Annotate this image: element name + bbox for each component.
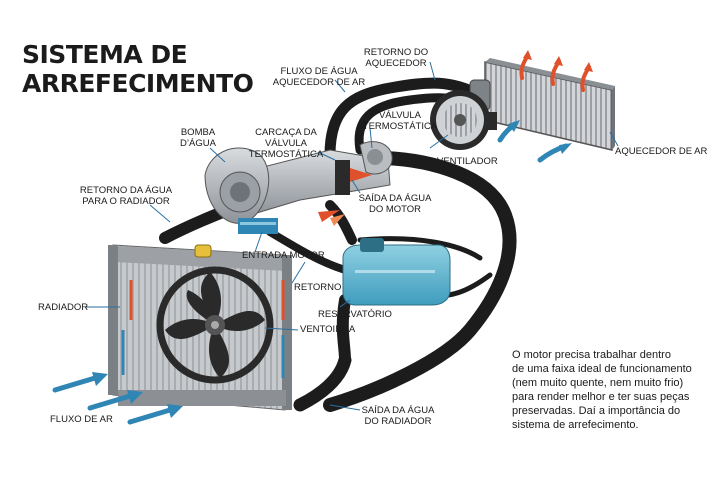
blower-fan — [430, 90, 497, 150]
label-line: D’ÁGUA — [180, 138, 216, 149]
label-line: RETORNO DA ÁGUA — [79, 185, 173, 196]
description-line: preservadas. Daí a importância do — [512, 405, 681, 417]
coolant-reservoir — [342, 238, 451, 306]
label-fluxo-agua-aquecedor: FLUXO DE ÁGUA AQUECEDOR DE AR — [268, 66, 370, 88]
title-line-2: ARREFECIMENTO — [22, 69, 254, 98]
airflow-arrows — [52, 375, 173, 425]
label-line: SAÍDA DA ÁGUA — [361, 405, 435, 416]
radiator-fan — [156, 266, 274, 384]
label-line: RETORNO DO — [363, 47, 429, 58]
label-retorno: RETORNO — [294, 282, 341, 293]
leader-lines — [85, 61, 619, 411]
label-line: TERMOSTÁTICA — [362, 121, 438, 132]
page-title: SISTEMA DE ARREFECIMENTO — [22, 40, 254, 98]
label-line: BOMBA — [180, 127, 216, 138]
description-line: O motor precisa trabalhar dentro — [512, 349, 671, 361]
label-aquecedor-ar: AQUECEDOR DE AR — [615, 146, 707, 157]
label-fluxo-ar: FLUXO DE AR — [50, 414, 113, 425]
lower-hose — [336, 294, 351, 366]
engine-inlet-hose — [266, 228, 349, 274]
label-retorno-aquecedor: RETORNO DO AQUECEDOR — [358, 47, 434, 69]
label-line: PARA O RADIADOR — [82, 196, 170, 207]
label-line: ENTRADA MOTOR — [242, 250, 325, 261]
description-line: (nem muito quente, nem muito frio) — [512, 377, 684, 389]
label-line: VENTOINHA — [300, 324, 356, 335]
label-line: AQUECEDOR — [365, 58, 427, 69]
label-line: RESERVATÓRIO — [318, 309, 392, 320]
engine-parts — [204, 141, 393, 234]
label-valvula-termostatica: VÁLVULA TERMOSTÁTICA — [360, 110, 440, 132]
label-line: TERMOSTÁTICA — [248, 149, 324, 160]
label-line: VENTILADOR — [437, 156, 498, 167]
description-line: de uma faixa ideal de funcionamento — [512, 363, 692, 375]
label-line: DO RADIADOR — [364, 416, 432, 427]
heater-core — [469, 58, 615, 151]
label-reservatorio: RESERVATÓRIO — [318, 309, 392, 320]
label-line: AQUECEDOR DE AR — [615, 146, 708, 157]
label-line: DO MOTOR — [368, 204, 422, 215]
label-saida-agua-radiador: SAÍDA DA ÁGUA DO RADIADOR — [358, 405, 438, 427]
label-retorno-agua-radiador: RETORNO DA ÁGUA PARA O RADIADOR — [78, 185, 174, 207]
description-line: para render melhor e ter suas peças — [512, 391, 690, 403]
title-line-1: SISTEMA DE — [22, 40, 188, 69]
label-ventoinha: VENTOINHA — [300, 324, 355, 335]
label-saida-agua-motor: SAÍDA DA ÁGUA DO MOTOR — [353, 193, 437, 215]
label-carcaca-valvula: CARCAÇA DA VÁLVULA TERMOSTÁTICA — [248, 127, 324, 160]
heater-supply-hose — [324, 77, 486, 161]
label-line: CARCAÇA DA — [255, 127, 317, 138]
label-bomba-agua: BOMBA D’ÁGUA — [176, 127, 220, 149]
description-line: sistema de arrefecimento. — [512, 419, 639, 431]
label-line: FLUXO DE AR — [50, 414, 113, 425]
label-line: VÁLVULA — [378, 110, 422, 121]
label-line: RADIADOR — [38, 302, 89, 313]
label-line: RETORNO — [294, 282, 342, 293]
label-entrada-motor: ENTRADA MOTOR — [242, 250, 325, 261]
label-line: AQUECEDOR DE AR — [272, 77, 366, 88]
upper-hose — [325, 200, 357, 245]
label-radiador: RADIADOR — [38, 302, 88, 313]
engine-outlet-hose — [323, 151, 517, 412]
description-text: O motor precisa trabalhar dentro de uma … — [512, 348, 712, 432]
label-line: SAÍDA DA ÁGUA — [358, 193, 432, 204]
label-line: FLUXO DE ÁGUA — [280, 66, 358, 77]
label-ventilador: VENTILADOR — [437, 156, 498, 167]
label-line: VÁLVULA — [264, 138, 308, 149]
